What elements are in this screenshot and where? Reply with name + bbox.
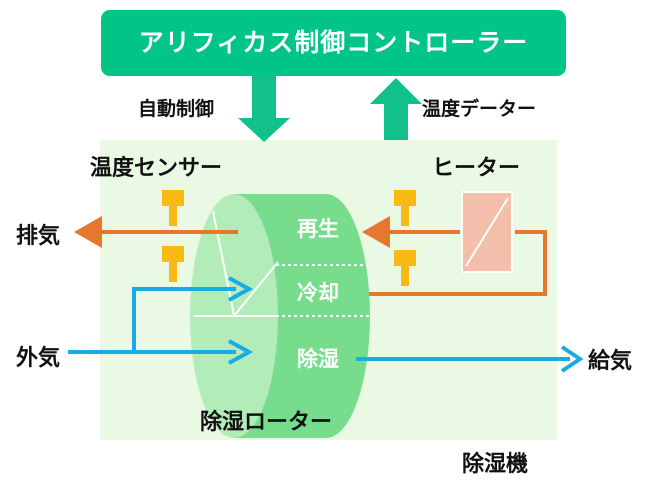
outside-air-dehumid-arrowhead	[228, 339, 254, 365]
rotor-label: 除湿ローター	[200, 410, 333, 435]
heater	[461, 191, 513, 273]
heater-label: ヒーター	[432, 156, 521, 181]
rotor-segment-regeneration: 再生	[297, 217, 339, 241]
supply-air-arrowhead	[560, 345, 584, 373]
temp-data-arrow	[370, 78, 422, 140]
controller-label: アリフィカス制御コントローラー	[138, 28, 529, 57]
outside-air-line	[68, 287, 236, 354]
auto-control-arrow	[238, 76, 290, 142]
temp-data-label: 温度データー	[422, 98, 537, 120]
machine-label: 除湿機	[462, 452, 529, 477]
rotor-segment-dehumidify: 除湿	[297, 347, 339, 371]
exhaust-label: 排気	[16, 224, 61, 249]
temp-sensor-intake	[162, 246, 184, 282]
rotor-segment-cooling: 冷却	[297, 281, 339, 305]
hot-air-loop	[369, 230, 547, 296]
auto-control-label: 自動制御	[138, 98, 215, 120]
temp-sensor-heater-out	[394, 190, 416, 226]
temp-sensor-cooling-out	[394, 250, 416, 286]
outside-air-label: 外気	[16, 346, 61, 371]
supply-air-label: 給気	[588, 349, 633, 374]
temp-sensor-label: 温度センサー	[90, 156, 223, 181]
controller-box	[101, 10, 566, 76]
temp-sensor-exhaust	[162, 190, 184, 226]
outside-air-cooling-arrowhead	[228, 276, 254, 302]
